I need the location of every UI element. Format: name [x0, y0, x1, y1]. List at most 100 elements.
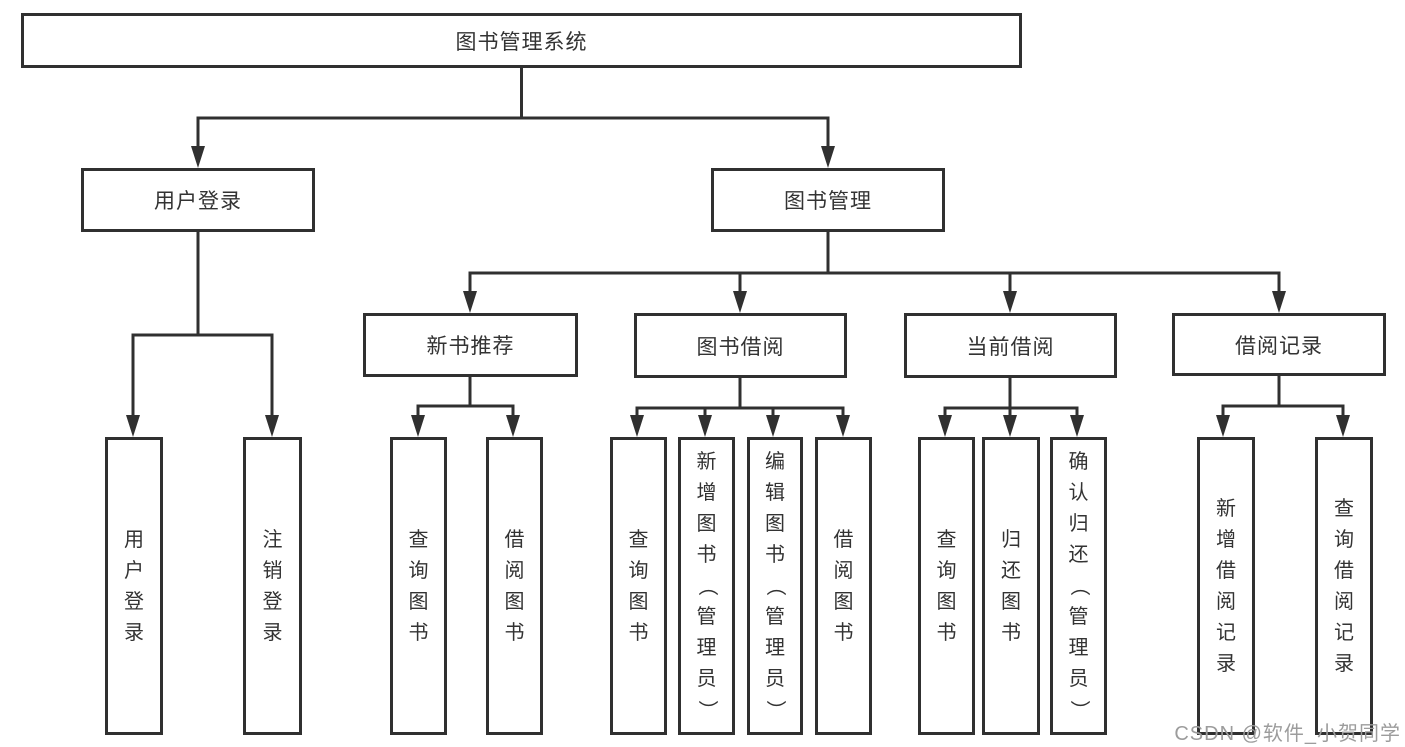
node-label: 图书管理系统	[455, 30, 588, 54]
node-leaf-edit-book: 编辑图书（管理员）	[747, 437, 803, 735]
node-label-char: 书	[1001, 621, 1021, 644]
node-leaf-add-record: 新增借阅记录	[1197, 437, 1255, 735]
node-label-char: 用	[124, 528, 144, 551]
node-label: 图书管理	[784, 190, 872, 213]
arrowheads	[126, 146, 1350, 437]
node-label-char: 借	[1334, 559, 1354, 582]
node-label-char: 确	[1068, 451, 1089, 473]
node-label-char: 理	[1068, 637, 1089, 659]
connector-shafts	[131, 66, 1345, 423]
node-label-char: 记	[1216, 621, 1236, 644]
node-user-login-group: 用户登录	[81, 168, 315, 232]
node-label-char: 图	[628, 590, 649, 613]
node-label-char: 询	[408, 559, 429, 582]
node-leaf-query-record: 查询借阅记录	[1315, 437, 1373, 735]
node-label-char: 图	[1001, 590, 1021, 613]
node-leaf-borrow-book-1: 借阅图书	[486, 437, 543, 735]
node-label: 借阅记录	[1235, 334, 1323, 358]
node-label-char: 还	[1068, 544, 1089, 566]
node-current-borrow: 当前借阅	[904, 313, 1117, 378]
node-label-char: 录	[262, 621, 283, 644]
node-label-char: ）	[764, 700, 786, 720]
node-label: 图书借阅	[696, 335, 785, 359]
node-leaf-query-book-3: 查询图书	[918, 437, 975, 735]
node-label-char: ）	[695, 700, 718, 720]
node-label-char: 借	[833, 528, 854, 551]
node-label-char: 编	[765, 451, 785, 473]
node-label-char: 管	[696, 606, 717, 628]
node-label-char: （	[764, 576, 786, 596]
node-label-char: 询	[628, 559, 649, 582]
node-label-char: 员	[696, 668, 717, 690]
node-label-char: 书	[696, 544, 717, 566]
node-label-char: 书	[408, 621, 429, 644]
node-label-char: 书	[765, 544, 785, 566]
node-label-char: 书	[504, 621, 525, 644]
node-label-char: 员	[1068, 668, 1089, 690]
node-label-char: （	[1067, 576, 1090, 596]
node-leaf-query-book-2: 查询图书	[610, 437, 667, 735]
node-label-char: 新	[696, 451, 717, 473]
node-label-char: 增	[696, 482, 717, 504]
node-label-char: 查	[628, 528, 649, 551]
node-label-char: 询	[1334, 528, 1354, 551]
node-label-char: 阅	[504, 559, 525, 582]
node-label-char: 书	[628, 621, 649, 644]
node-label-char: 查	[1334, 497, 1354, 520]
node-label-char: 图	[696, 513, 717, 535]
node-label-char: 图	[765, 513, 785, 535]
node-label-char: 记	[1334, 621, 1354, 644]
node-label-char: 还	[1001, 559, 1021, 582]
node-label-char: 员	[765, 668, 785, 690]
node-label-char: 阅	[1216, 590, 1236, 613]
node-label-char: 查	[408, 528, 429, 551]
node-label-char: 图	[936, 590, 957, 613]
node-label-char: 认	[1068, 482, 1089, 504]
node-label-char: 登	[124, 590, 144, 613]
node-label-char: 归	[1068, 513, 1089, 535]
node-label-char: 注	[262, 528, 283, 551]
node-label-char: 书	[936, 621, 957, 644]
node-label-char: 阅	[1334, 590, 1354, 613]
node-label-char: 借	[504, 528, 525, 551]
node-label-char: ）	[1067, 700, 1090, 720]
node-leaf-user-login: 用户登录	[105, 437, 163, 735]
node-label-char: 户	[124, 559, 144, 582]
node-label-char: 归	[1001, 528, 1021, 551]
node-label: 新书推荐	[426, 335, 515, 358]
node-label-char: 录	[1334, 652, 1354, 675]
node-leaf-borrow-book-2: 借阅图书	[815, 437, 872, 735]
node-label-char: 管	[1068, 606, 1089, 628]
node-root: 图书管理系统	[21, 13, 1022, 68]
node-label-char: 借	[1216, 559, 1236, 582]
node-label-char: 查	[936, 528, 957, 551]
node-label-char: 图	[833, 590, 854, 613]
node-label: 当前借阅	[966, 335, 1055, 359]
node-leaf-add-book: 新增图书 （ 管理员 ）	[678, 437, 735, 735]
node-leaf-confirm-return: 确认归还 （ 管理员 ）	[1050, 437, 1107, 735]
watermark: CSDN @软件_小贺同学	[1174, 723, 1401, 745]
node-label-char: 询	[936, 559, 957, 582]
node-leaf-return-book: 归还图书	[982, 437, 1040, 735]
node-label-char: （	[695, 576, 718, 596]
node-book-borrow: 图书借阅	[634, 313, 847, 378]
node-label-char: 图	[408, 590, 429, 613]
node-label-char: 新	[1216, 497, 1236, 520]
node-label-char: 阅	[833, 559, 854, 582]
node-label-char: 书	[833, 621, 854, 644]
node-label-char: 理	[765, 637, 785, 659]
node-label: 用户登录	[154, 190, 242, 213]
node-label-char: 增	[1216, 528, 1236, 551]
node-borrow-record: 借阅记录	[1172, 313, 1386, 376]
node-label-char: 销	[262, 559, 283, 582]
node-book-mgmt: 图书管理	[711, 168, 945, 232]
node-label-char: 图	[504, 590, 525, 613]
node-label-char: 辑	[765, 482, 785, 504]
node-new-book-rec: 新书推荐	[363, 313, 578, 377]
node-label-char: 录	[1216, 652, 1236, 675]
node-leaf-logout: 注销登录	[243, 437, 302, 735]
node-leaf-query-book-1: 查询图书	[390, 437, 447, 735]
node-label-char: 录	[124, 621, 144, 644]
node-label-char: 理	[696, 637, 717, 659]
